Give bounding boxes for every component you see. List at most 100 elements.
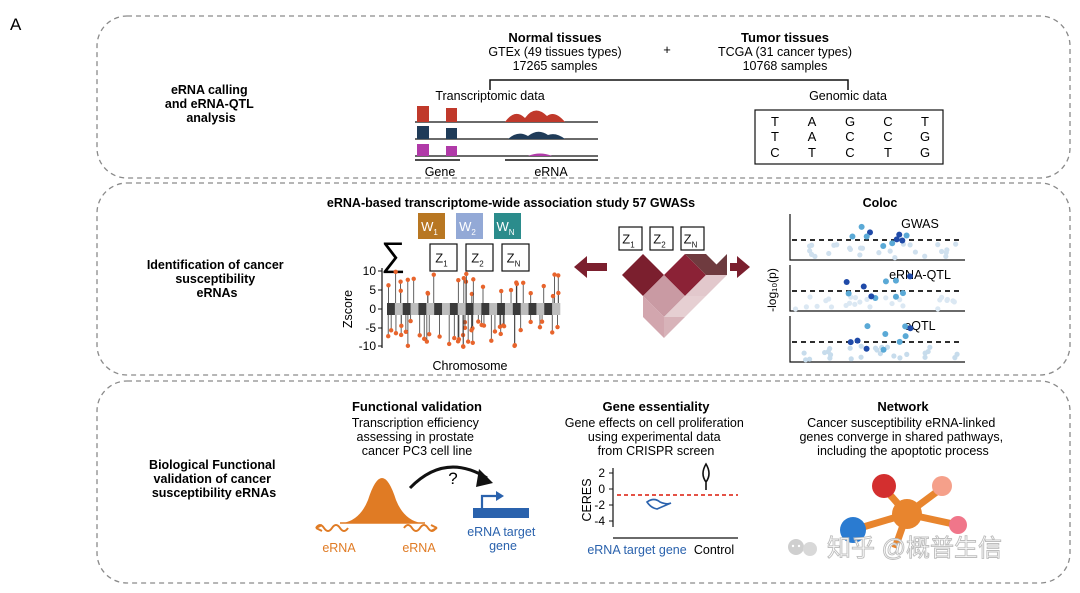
zscore-point	[489, 338, 494, 343]
coloc-track-3: eQTL	[789, 316, 965, 363]
coloc-point	[852, 295, 859, 301]
weight-box-3: WN	[494, 213, 521, 239]
chromosome-block	[552, 303, 561, 315]
coloc-point	[943, 253, 949, 260]
zscore-point	[388, 328, 394, 333]
zscore-point	[403, 329, 409, 334]
coloc-point	[876, 250, 882, 256]
coloc-point	[807, 294, 813, 300]
chromosome-block	[528, 303, 537, 315]
coloc-point	[807, 248, 813, 254]
target-gene-icon	[473, 491, 529, 518]
erna-wave-right-icon	[403, 524, 437, 532]
coloc-point	[858, 343, 864, 349]
coloc-title: Coloc	[863, 196, 898, 210]
zscore-tick-5: 5	[369, 283, 376, 297]
svg-text:Z2: Z2	[653, 232, 666, 250]
coloc-point	[827, 352, 834, 358]
violin-target-gene	[645, 498, 672, 510]
gene-label: Gene	[425, 165, 456, 179]
zscore-point	[417, 333, 422, 338]
weight-box-2: W2	[456, 213, 483, 239]
nucleotide: C	[845, 145, 854, 160]
coloc-signal-point	[889, 240, 896, 247]
chromosome-block	[504, 303, 514, 315]
coloc-point	[900, 303, 906, 309]
ceres-x-label-control: Control	[694, 543, 734, 557]
coloc-signal-point	[868, 293, 875, 300]
chromosome-block	[402, 303, 411, 315]
coloc-signal-point	[896, 338, 903, 345]
chromosome-block	[442, 303, 451, 315]
zscore-point	[476, 319, 481, 324]
panel2-label: Identification of cancer susceptibility …	[147, 258, 287, 300]
ceres-tick-0: 0	[598, 482, 605, 496]
arrow-right-icon	[730, 256, 750, 278]
coloc-point	[874, 347, 880, 353]
chromosome-block	[497, 303, 506, 315]
ceres-plot	[609, 462, 738, 539]
violin-control	[702, 462, 710, 490]
nucleotide: C	[883, 129, 892, 144]
coloc-signal-point	[882, 278, 889, 285]
ceres-tick-neg2: -2	[594, 498, 605, 512]
transcriptomic-tracks	[415, 106, 598, 161]
normal-tissues-samples: 17265 samples	[513, 59, 598, 73]
svg-text:W2: W2	[459, 219, 476, 237]
coloc-signal-point	[892, 277, 899, 284]
coloc-signal-point	[858, 223, 865, 230]
zscore-point	[405, 343, 411, 349]
coloc-point	[939, 248, 945, 255]
coloc-point	[922, 253, 928, 259]
coloc-point	[803, 357, 809, 363]
zscore-point	[556, 273, 561, 278]
coloc-point	[922, 350, 928, 356]
genomic-label: Genomic data	[809, 89, 887, 103]
coloc-axis-label: -log₁₀(p)	[765, 268, 779, 312]
coloc-point	[897, 355, 903, 361]
svg-text:Z1: Z1	[435, 251, 448, 269]
nucleotide: C	[770, 145, 779, 160]
coloc-point	[891, 353, 897, 359]
chromosome-block	[512, 303, 521, 315]
zscore-point	[398, 288, 403, 293]
zscore-point	[464, 271, 469, 277]
z-box-left-1: Z1	[429, 243, 458, 272]
arrow-left-icon	[574, 256, 607, 278]
zscore-point	[422, 336, 427, 342]
coloc-point	[944, 296, 951, 303]
zscore-tick-neg10: -10	[359, 339, 377, 353]
zscore-point	[512, 342, 518, 348]
erna-right-label: eRNA	[402, 541, 436, 555]
coloc-point	[953, 241, 959, 247]
zscore-point	[550, 330, 555, 335]
ceres-tick-2: 2	[598, 466, 605, 480]
coloc-point	[912, 249, 918, 255]
zscore-point	[393, 269, 398, 274]
coloc-point	[922, 354, 928, 360]
chromosome-block	[465, 303, 474, 315]
tumor-tissues-samples: 10768 samples	[743, 59, 828, 73]
figure-letter: A	[10, 15, 22, 34]
zscore-axis-label: Zscore	[341, 290, 355, 328]
coloc-point	[857, 299, 863, 305]
zscore-point	[386, 334, 391, 339]
zscore-point	[405, 277, 411, 282]
coloc-point	[883, 295, 889, 301]
sigma-symbol: ∑	[381, 236, 405, 274]
coloc-signal-point	[880, 346, 887, 353]
nucleotide: A	[808, 114, 817, 129]
svg-text:ZN: ZN	[684, 232, 698, 250]
zscore-point	[470, 340, 475, 345]
coloc-signal-point	[882, 331, 889, 338]
nucleotide: C	[845, 129, 854, 144]
zscore-bars	[386, 269, 561, 349]
coloc-point	[809, 242, 815, 248]
coloc-signal-point	[906, 273, 913, 280]
target-gene-label: eRNA target gene	[467, 525, 539, 553]
erna-peak-shape	[343, 478, 421, 523]
coloc-point	[892, 255, 898, 261]
coloc-point	[887, 248, 893, 254]
